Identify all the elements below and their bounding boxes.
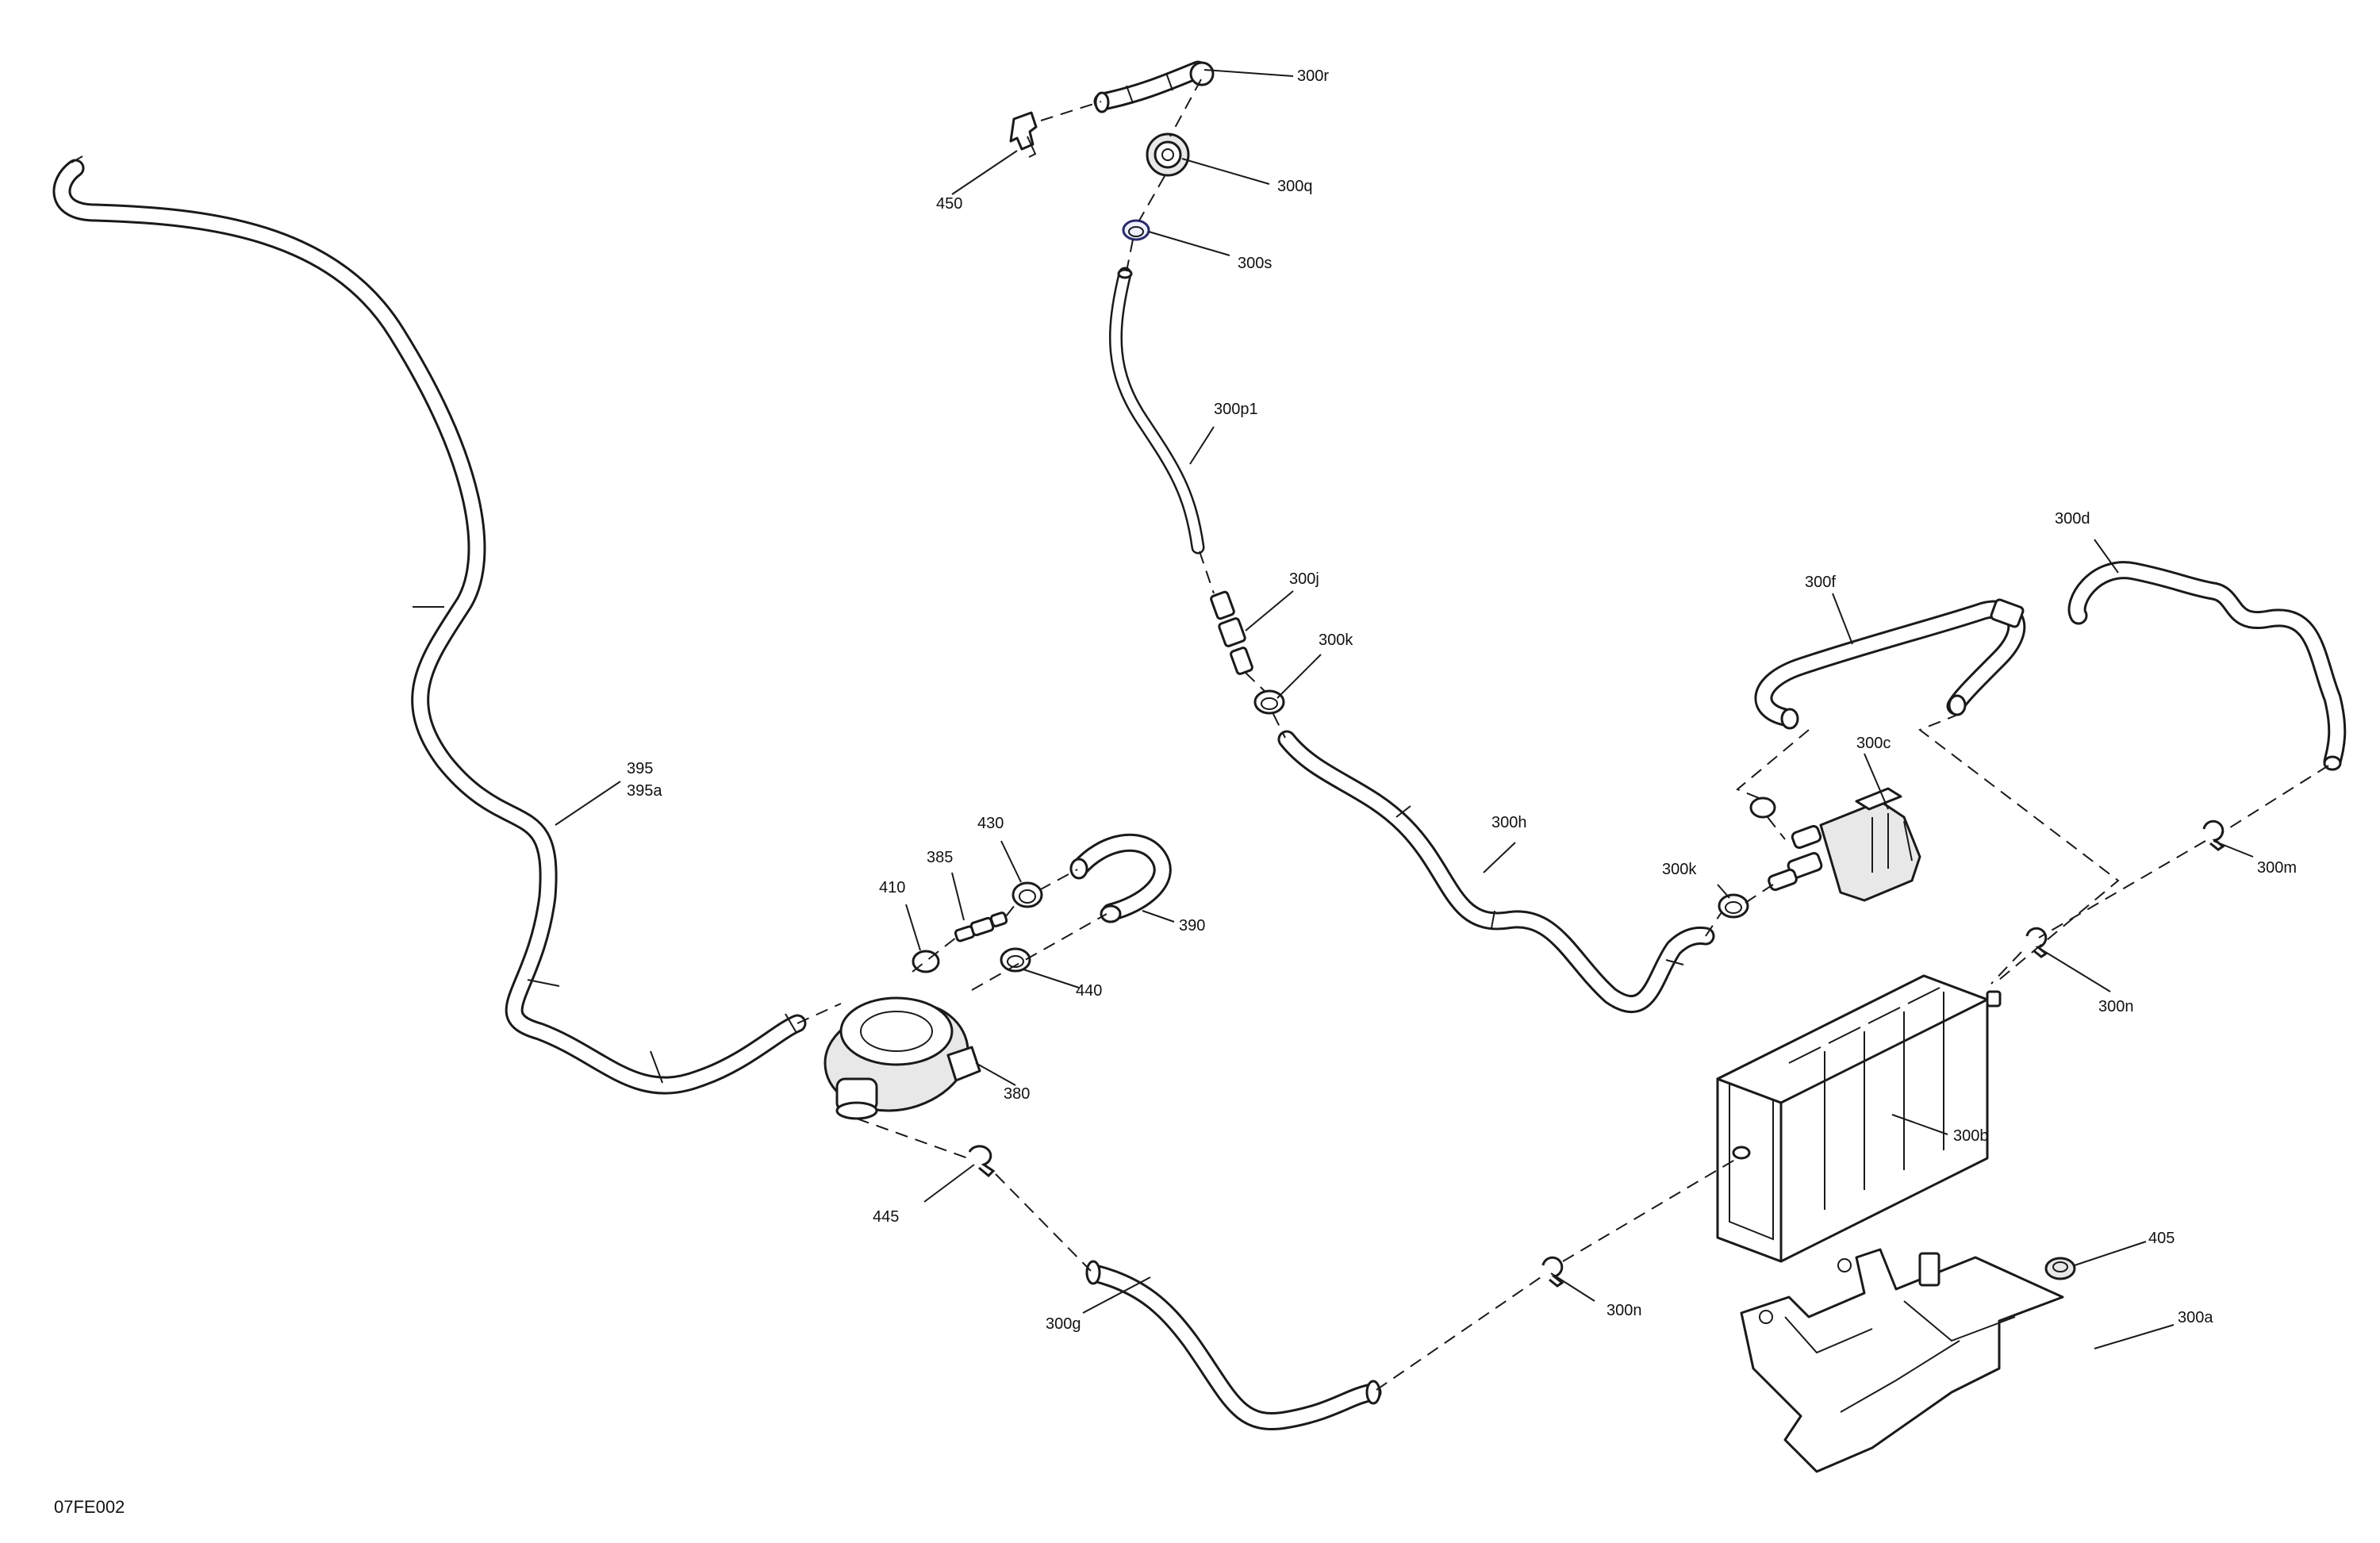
leader-lines: [555, 69, 2254, 1349]
label-300r: 300r: [1297, 67, 1329, 85]
label-405: 405: [2148, 1230, 2175, 1247]
hose-390: [1069, 833, 1172, 923]
label-300k-top: 300k: [1319, 631, 1353, 649]
clamp-450: [1009, 111, 1038, 158]
label-300m: 300m: [2257, 859, 2297, 877]
label-300n-right: 300n: [2098, 998, 2134, 1015]
label-300h: 300h: [1491, 814, 1527, 831]
clamp-300k-bottom: [1718, 893, 1749, 919]
clamp-440: [1000, 947, 1031, 973]
clamp-445: [968, 1145, 996, 1178]
label-395: 395: [627, 760, 653, 777]
clamp-300n-bottom: [1541, 1256, 1564, 1288]
pump-380: [823, 996, 981, 1120]
clamp-300k-top: [1253, 689, 1285, 715]
hose-395: [52, 155, 807, 1095]
hose-300r: [1093, 60, 1215, 113]
label-395a: 395a: [627, 782, 662, 800]
canister-300b: [1716, 974, 2002, 1263]
label-300d: 300d: [2055, 510, 2090, 528]
label-300a: 300a: [2178, 1309, 2213, 1326]
clamp-300m: [2202, 819, 2225, 851]
label-380: 380: [1004, 1085, 1030, 1103]
label-450: 450: [936, 195, 962, 213]
clamp-300c-small: [1749, 796, 1776, 819]
label-300f: 300f: [1805, 574, 1836, 591]
clamp-430: [1012, 881, 1043, 908]
label-410: 410: [879, 879, 905, 896]
hose-300f: [1754, 600, 2026, 730]
assembly-lines: [797, 79, 2329, 1391]
label-300c: 300c: [1856, 735, 1891, 752]
hose-300g: [1085, 1260, 1382, 1430]
plug-405: [2044, 1257, 2076, 1280]
label-300b: 300b: [1953, 1127, 1989, 1145]
drawing-code: 07FE002: [54, 1497, 125, 1517]
hose-300h: [1277, 730, 1715, 1013]
fitting-385: [954, 912, 1008, 942]
clamp-300n-right: [2025, 927, 2048, 958]
label-300p1: 300p1: [1214, 401, 1258, 418]
clamp-300s: [1122, 219, 1150, 241]
label-390: 390: [1179, 917, 1205, 935]
bracket-300a: [1740, 1248, 2064, 1473]
label-300n-bottom: 300n: [1606, 1302, 1642, 1319]
hose-300d: [1990, 561, 2347, 771]
label-300g: 300g: [1046, 1315, 1081, 1333]
label-430: 430: [977, 815, 1004, 832]
valve-300q: [1146, 132, 1190, 177]
connector-300j: [1210, 590, 1253, 675]
label-300s: 300s: [1238, 255, 1272, 272]
label-385: 385: [927, 849, 953, 866]
hose-300p1: [1108, 267, 1205, 555]
label-300q: 300q: [1277, 178, 1313, 195]
purge-valve-300c: [1768, 787, 1921, 902]
label-440: 440: [1076, 982, 1102, 1000]
label-300j: 300j: [1289, 570, 1319, 588]
label-445: 445: [873, 1208, 899, 1226]
label-300k-bottom: 300k: [1662, 861, 1697, 878]
